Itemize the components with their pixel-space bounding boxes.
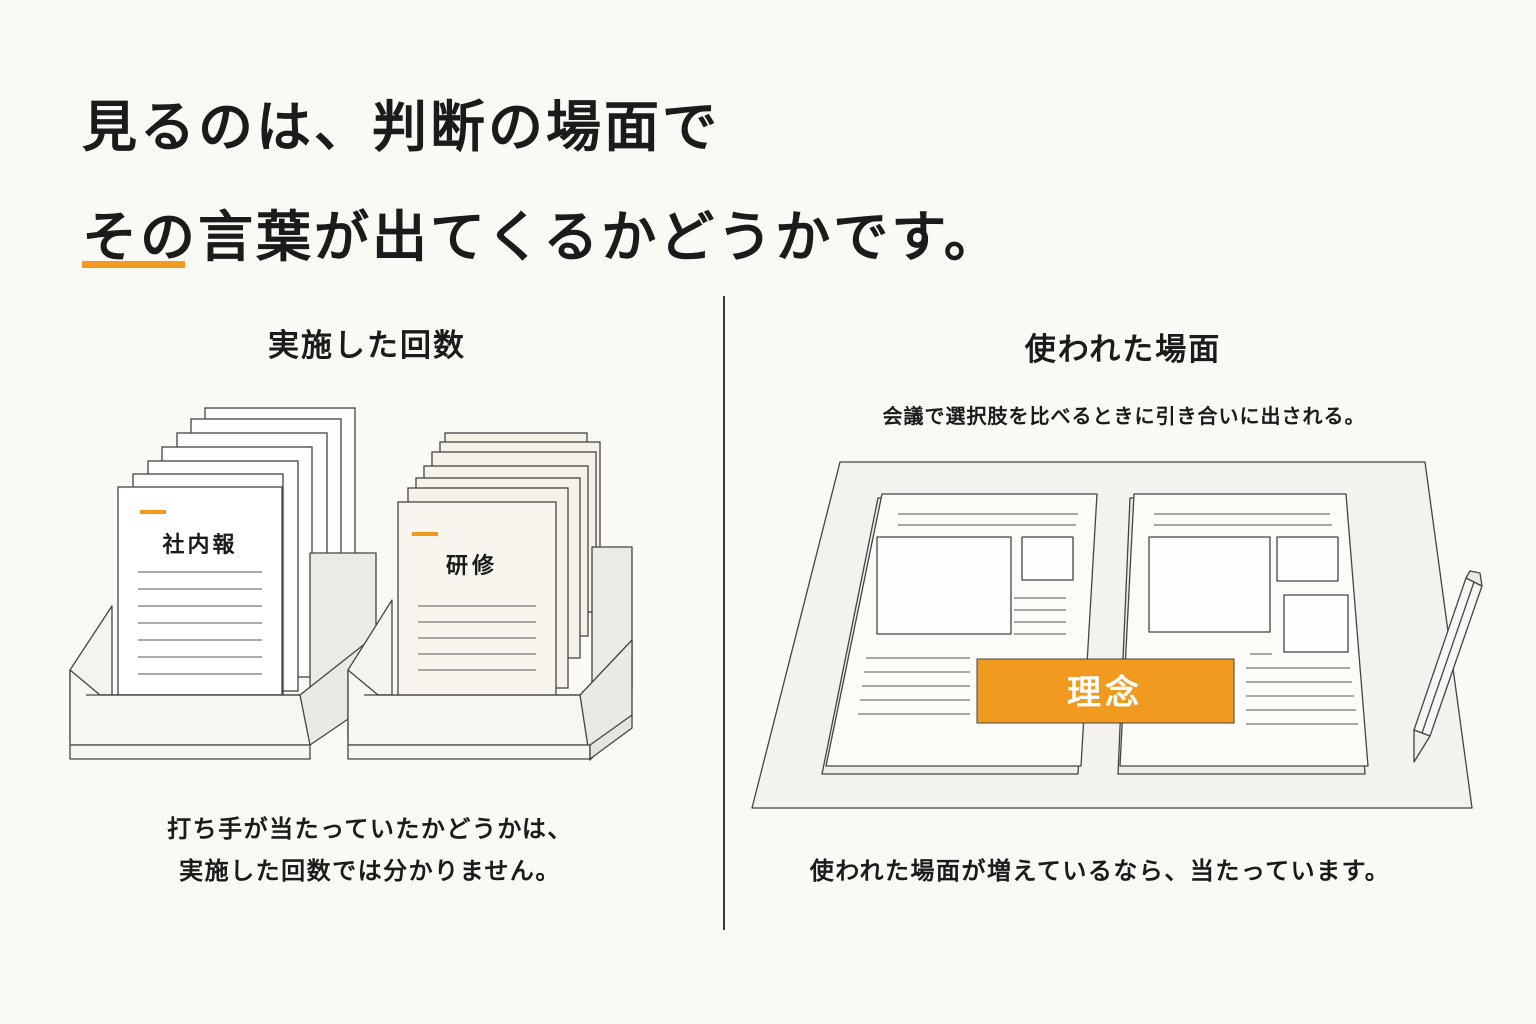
right-page-small-box-2: [1283, 594, 1349, 653]
front-folder-kenshu: [397, 501, 557, 699]
left-page-small-box: [1021, 536, 1074, 581]
headline: 見るのは、判断の場面で その言葉が出てくるかどうかです。: [82, 72, 1282, 292]
right-page-small-box-1: [1276, 536, 1339, 582]
paper-lines: [138, 571, 262, 675]
left-caption-line-1: 打ち手が当たっていたかどうかは、: [167, 815, 573, 843]
paper-accent-mark: [140, 510, 166, 514]
pencil-eraser: [1465, 570, 1483, 587]
document-stack-icon-2: [397, 432, 601, 699]
tray-label-kenshu: 研修: [446, 553, 498, 579]
headline-line-2: その言葉が出てくるかどうかです。: [82, 205, 1002, 269]
left-section-title: 実施した回数: [268, 328, 466, 364]
tray-label-shainaiho: 社内報: [162, 532, 237, 558]
folder-accent-mark: [412, 532, 438, 536]
right-section-title: 使われた場面: [1024, 332, 1222, 368]
pencil-icon: [1413, 570, 1483, 763]
tray-icon: [69, 546, 633, 761]
center-divider: [723, 296, 725, 930]
left-caption: 打ち手が当たっていたかどうかは、 実施した回数では分かりません。: [100, 808, 640, 892]
accent-bar: [82, 261, 185, 268]
right-page-image-box: [1148, 536, 1271, 633]
highlight-box: [976, 658, 1235, 724]
right-subtitle: 会議で選択肢を比べるときに引き合いに出される。: [882, 404, 1366, 428]
front-paper-shainaiho: [117, 486, 283, 696]
tray-left-base: [69, 744, 311, 760]
tray-right-base: [347, 744, 591, 760]
left-page-image-box: [876, 536, 1012, 635]
left-caption-line-2: 実施した回数では分かりません。: [179, 857, 561, 885]
highlight-word: 理念: [1067, 673, 1143, 713]
right-caption: 使われた場面が増えているなら、当たっています。: [809, 857, 1391, 885]
open-binder-icon: [751, 461, 1473, 809]
tray-right-foot: [589, 714, 633, 760]
folder-lines: [418, 605, 536, 671]
headline-line-1: 見るのは、判断の場面で: [82, 95, 721, 159]
left-page-lines: [858, 513, 1078, 715]
right-page-lines: [1154, 513, 1358, 725]
